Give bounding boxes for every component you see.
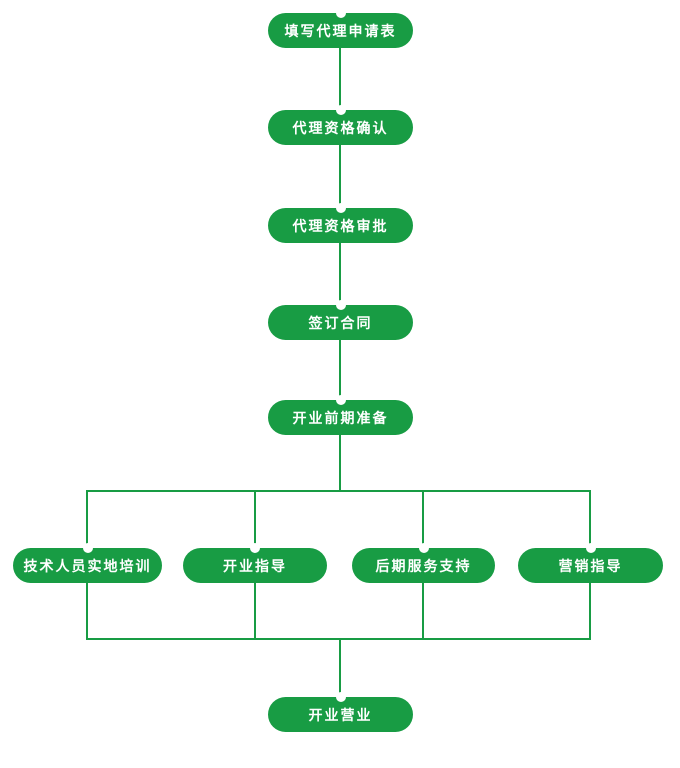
- flow-node-after-sales-service-support: 后期服务支持: [352, 543, 495, 583]
- flow-node-sign-contract: 签订合同: [268, 300, 413, 340]
- node-label: 技术人员实地培训: [23, 557, 152, 574]
- connector-notch: [335, 8, 346, 18]
- connector-drop-branch-3: [422, 490, 424, 548]
- connector-chain-5-rail: [339, 435, 341, 492]
- connector-chain-1-2: [339, 48, 341, 110]
- connector-exit-branch-3: [422, 583, 424, 640]
- node-label: 营销指导: [558, 557, 623, 574]
- connector-notch: [250, 543, 260, 553]
- flow-node-technical-staff-field-training: 技术人员实地培训: [13, 543, 162, 583]
- flow-node-fill-agency-application: 填写代理申请表: [268, 8, 413, 48]
- flow-node-agency-qualification-confirm: 代理资格确认: [268, 105, 413, 145]
- connector-notch: [585, 543, 596, 553]
- connector-chain-4-5: [339, 340, 341, 400]
- connector-notch: [335, 105, 346, 115]
- node-label: 填写代理申请表: [284, 22, 397, 39]
- connector-exit-branch-2: [254, 583, 256, 640]
- connector-notch: [335, 300, 346, 310]
- connector-drop-branch-4: [589, 490, 591, 548]
- flow-node-pre-opening-preparation: 开业前期准备: [268, 395, 413, 435]
- connector-notch: [335, 395, 346, 405]
- connector-chain-3-4: [339, 243, 341, 305]
- connector-chain-2-3: [339, 145, 341, 208]
- connector-distribution-rail: [87, 490, 591, 492]
- flow-node-opening-business: 开业营业: [268, 692, 413, 732]
- node-label: 后期服务支持: [375, 557, 472, 574]
- flow-node-opening-guidance: 开业指导: [183, 543, 327, 583]
- connector-notch: [82, 543, 93, 553]
- node-label: 开业营业: [308, 706, 373, 723]
- node-label: 开业指导: [223, 557, 287, 574]
- connector-rail-final: [339, 640, 341, 697]
- connector-drop-branch-2: [254, 490, 256, 548]
- node-label: 代理资格审批: [292, 217, 389, 234]
- flow-node-marketing-guidance: 营销指导: [518, 543, 663, 583]
- connector-drop-branch-1: [86, 490, 88, 548]
- flow-node-agency-qualification-approval: 代理资格审批: [268, 203, 413, 243]
- node-label: 代理资格确认: [292, 119, 389, 136]
- connector-notch: [335, 203, 346, 213]
- connector-exit-branch-1: [86, 583, 88, 640]
- connector-notch: [335, 692, 346, 702]
- connector-notch: [418, 543, 429, 553]
- connector-exit-branch-4: [589, 583, 591, 640]
- node-label: 开业前期准备: [292, 409, 389, 426]
- node-label: 签订合同: [308, 314, 373, 331]
- connector-merge-rail: [87, 638, 591, 640]
